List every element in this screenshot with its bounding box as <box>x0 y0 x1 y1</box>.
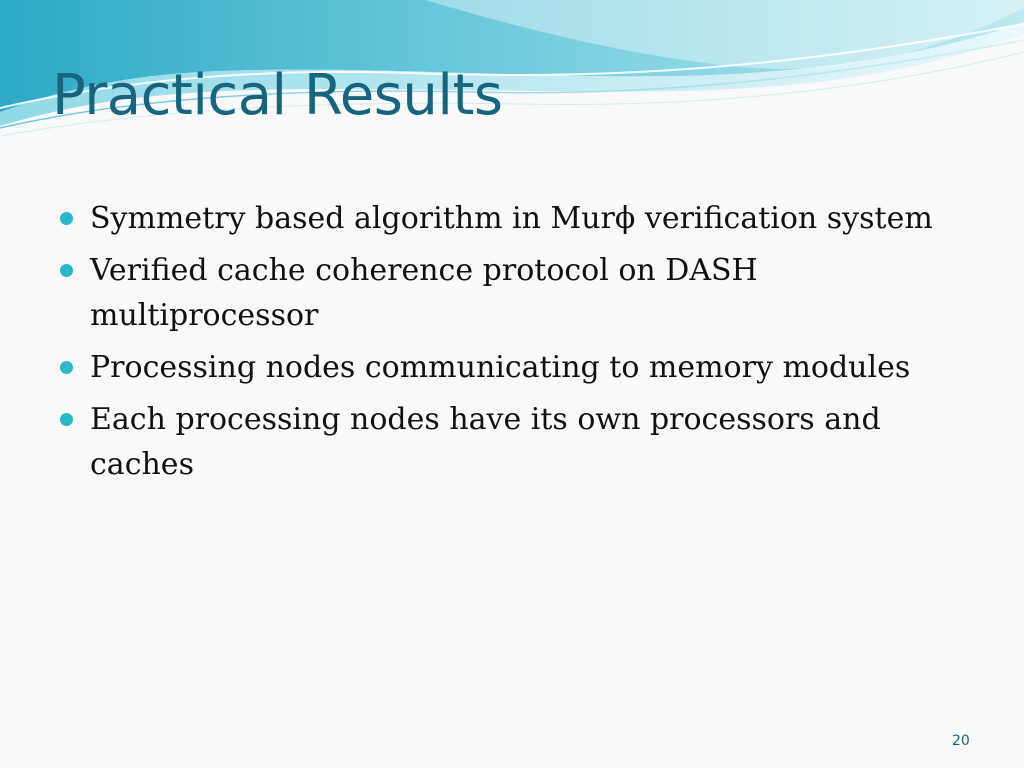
bullet-dot-icon <box>60 413 73 426</box>
wave-line-main <box>0 23 1024 109</box>
bullet-list: Symmetry based algorithm in Murϕ verific… <box>60 196 980 494</box>
wave-highlight <box>425 0 1024 69</box>
slide-title: Practical Results <box>52 63 503 128</box>
wave-line-accent <box>0 39 1024 129</box>
bullet-item: Processing nodes communicating to memory… <box>60 345 980 390</box>
bullet-text: Verified cache coherence protocol on DAS… <box>90 253 758 333</box>
bullet-dot-icon <box>60 361 73 374</box>
bullet-text: Processing nodes communicating to memory… <box>90 350 911 385</box>
bullet-text: Symmetry based algorithm in Murϕ verific… <box>90 201 933 236</box>
bullet-item: Symmetry based algorithm in Murϕ verific… <box>60 196 980 241</box>
bullet-item: Each processing nodes have its own proce… <box>60 397 980 487</box>
bullet-text: Each processing nodes have its own proce… <box>90 402 881 482</box>
decorative-wave-header <box>0 0 1024 137</box>
wave-line-faint <box>0 51 1024 137</box>
bullet-item: Verified cache coherence protocol on DAS… <box>60 248 980 338</box>
bullet-dot-icon <box>60 212 73 225</box>
slide-page-number: 20 <box>952 733 970 749</box>
bullet-dot-icon <box>60 264 73 277</box>
wave-band-upper <box>0 0 1024 112</box>
